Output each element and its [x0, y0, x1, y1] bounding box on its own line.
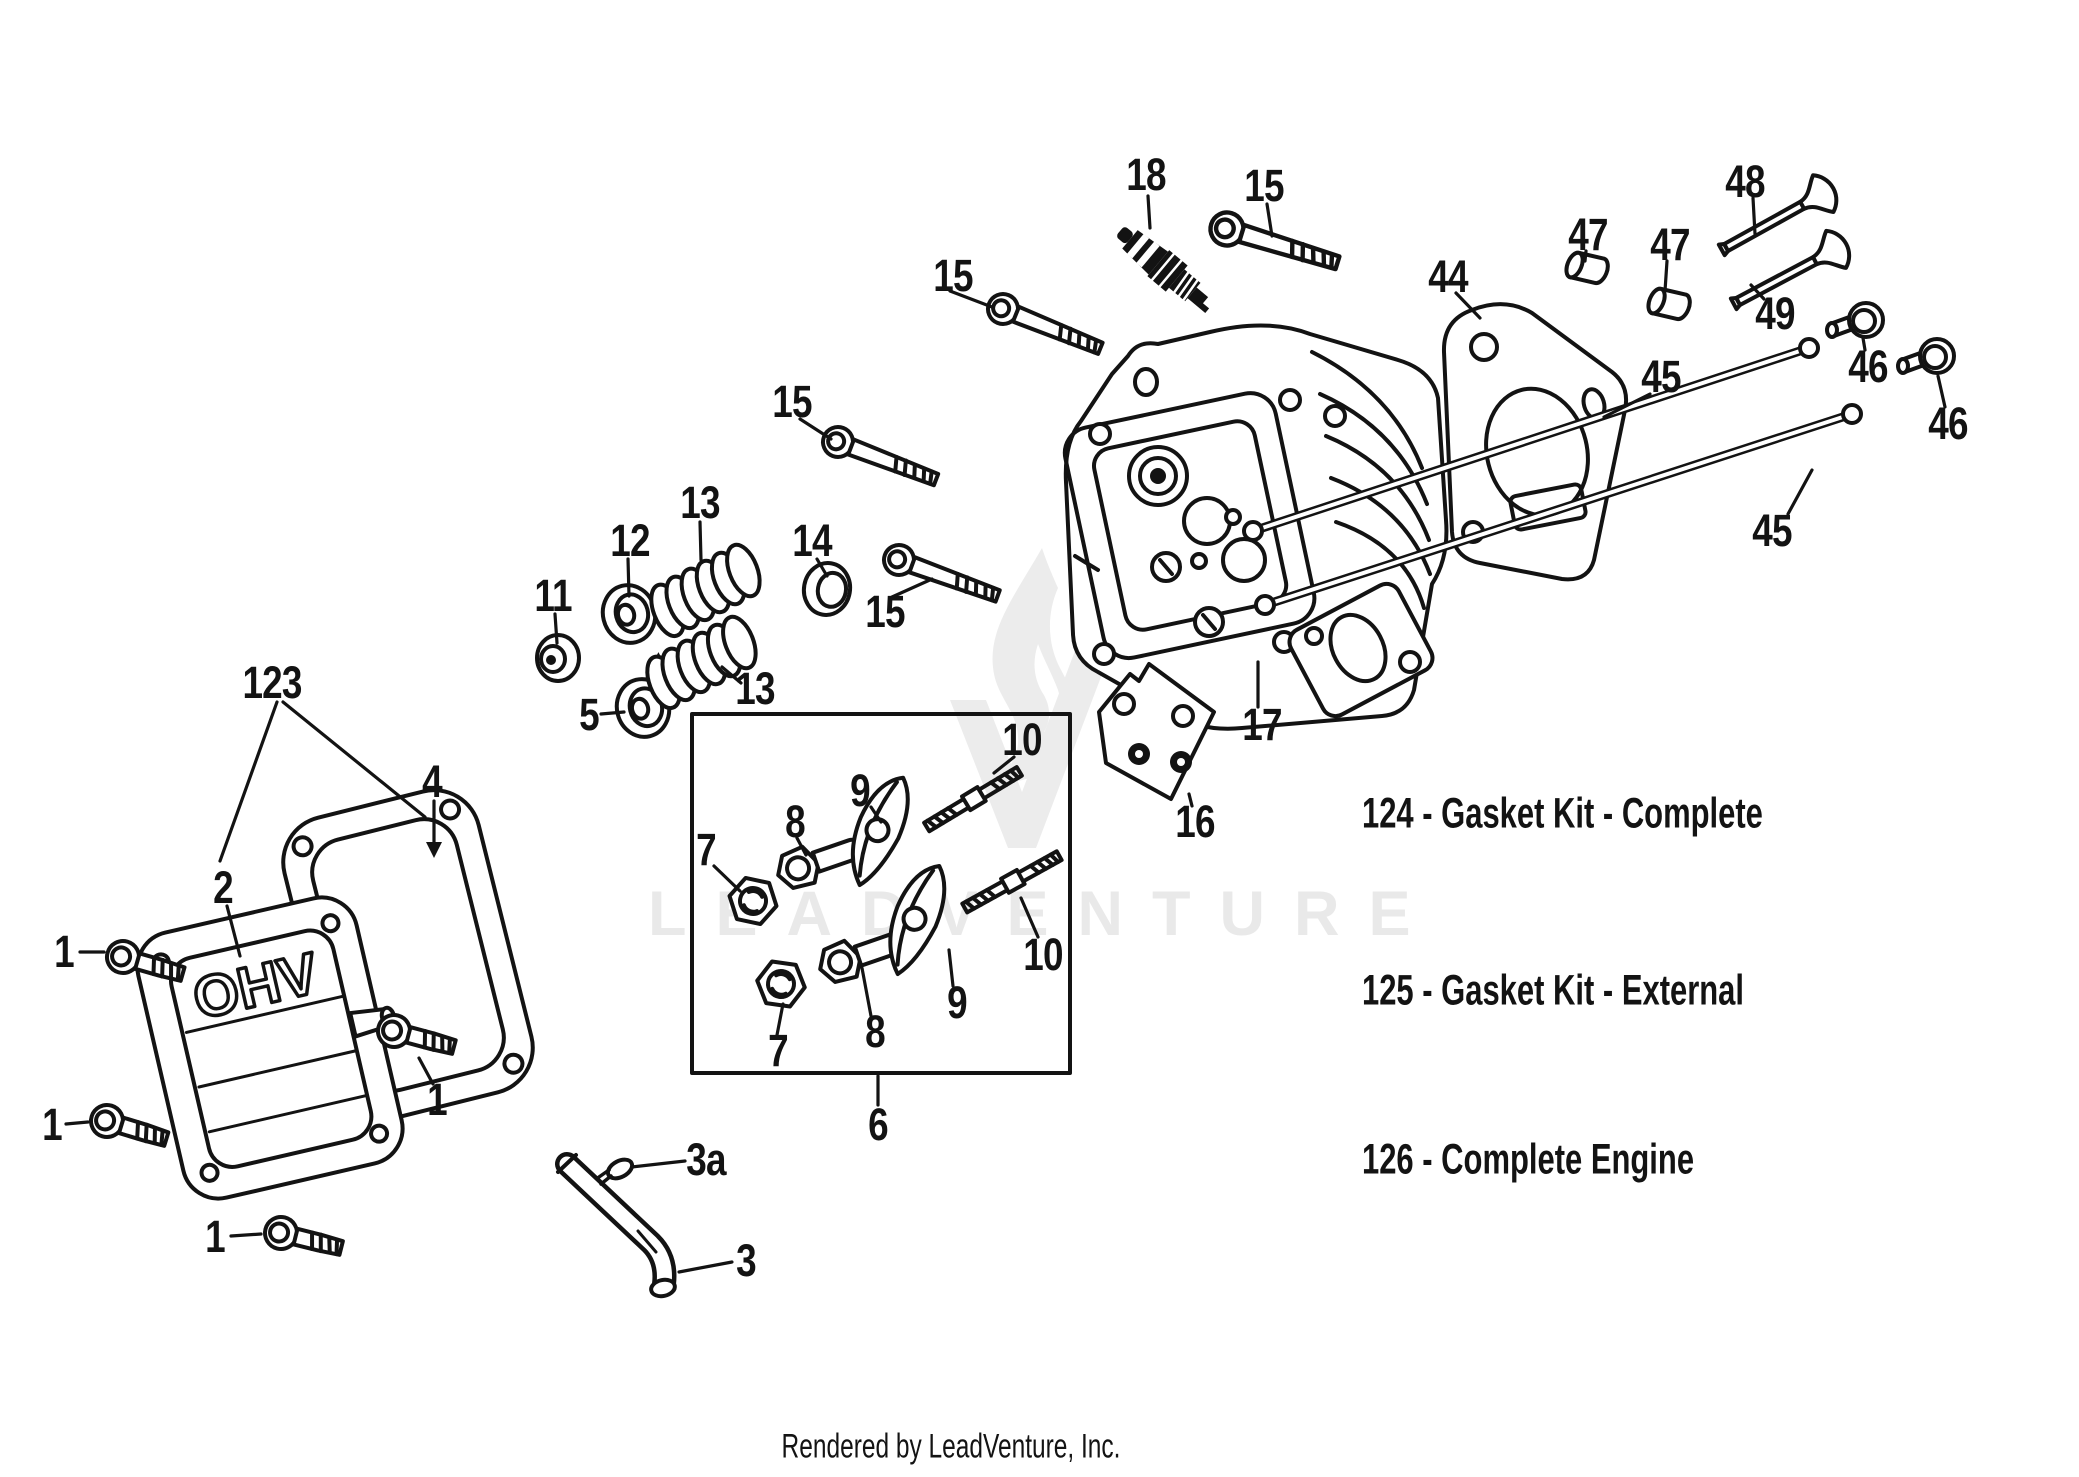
part-11-cap [535, 633, 581, 683]
part-3a-clip [597, 1157, 635, 1186]
part-16-bracket [1097, 662, 1216, 801]
arrowhead-icon [426, 842, 442, 858]
part-15-bolt [981, 287, 1108, 365]
part-18-spark-plug [1117, 227, 1210, 313]
part-45-push-rod [1242, 337, 1820, 542]
part-14-washer [797, 557, 857, 621]
part-46-valve-rotator [1825, 301, 1885, 339]
rocker-parts-inset-box [690, 712, 1072, 1075]
part-13-valve-spring [635, 610, 768, 715]
part-15-bolt [877, 538, 1005, 613]
part-13-valve-spring [639, 538, 772, 643]
part-7-nut [752, 957, 810, 1011]
part-3-breather-tube [555, 1152, 677, 1299]
part-9-rocker-arm [827, 767, 930, 892]
part-46-valve-rotator [1896, 337, 1956, 375]
footer-credit: Rendered by LeadVenture, Inc. [781, 1427, 1121, 1466]
part-10-rocker-stud [920, 762, 1026, 836]
part-2-valve-cover: OHV [135, 895, 405, 1201]
part-1-cover-bolt [85, 1099, 173, 1157]
callout-leader-lines [64, 194, 1947, 1274]
part-47-bushing [1643, 280, 1696, 328]
part-10-rocker-stud [958, 846, 1066, 918]
part-15-bolt [1206, 208, 1342, 278]
part-15-bolt [816, 420, 944, 496]
part-1-cover-bolt [259, 1211, 348, 1266]
part-45-push-rod [1254, 403, 1863, 616]
